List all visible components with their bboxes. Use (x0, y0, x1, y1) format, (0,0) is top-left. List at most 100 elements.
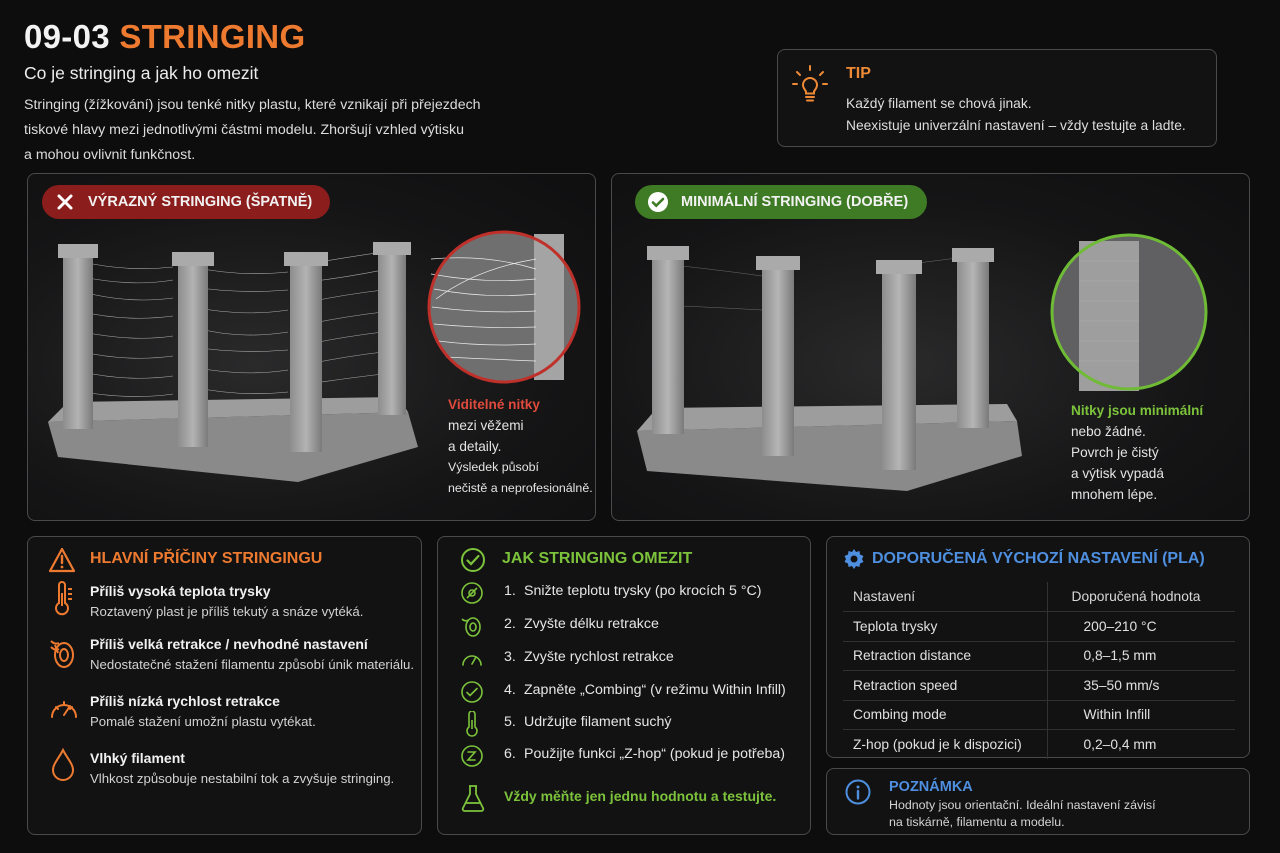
step-text: Udržujte filament suchý (524, 714, 672, 730)
column-header: Nastavení (843, 582, 1048, 612)
z-hop-icon (460, 744, 484, 773)
cause-desc: Roztavený plast je příliš tekutý a snáze… (90, 604, 364, 619)
bad-note: Viditelné nitky mezi věžemi a detaily. V… (448, 394, 593, 499)
cause-title: Vlhký filament (90, 750, 185, 766)
zoom-detail-bad (427, 230, 581, 384)
step-item: 6. Použijte funkci „Z-hop“ (pokud je potř… (504, 746, 785, 762)
intro-line: a mohou ovlivnit funkčnost. (24, 147, 196, 163)
title-word: STRINGING (119, 18, 306, 55)
setting-value: Within Infill (1047, 700, 1235, 730)
causes-title: HLAVNÍ PŘÍČINY STRINGINGU (90, 550, 323, 567)
step-number: 3. (504, 649, 516, 665)
step-number: 1. (504, 583, 516, 599)
flask-icon (460, 784, 486, 817)
setting-value: 35–50 mm/s (1047, 670, 1235, 701)
howto-title: JAK STRINGING OMEZIT (502, 550, 693, 567)
nozzle-temp-icon (460, 581, 484, 610)
speedometer-icon (48, 693, 80, 728)
good-note-highlight: Nitky jsou minimální (1071, 403, 1204, 418)
cause-item: Příliš vysoká teplota trysky Roztavený p… (90, 583, 363, 619)
step-text: Použijte funkci „Z-hop“ (pokud je potřeb… (524, 746, 786, 762)
step-number: 4. (504, 682, 516, 698)
stringy-print-illustration (48, 242, 418, 482)
setting-value: 200–210 °C (1047, 611, 1235, 642)
combing-icon (460, 680, 484, 709)
step-text: Zvyšte rychlost retrakce (524, 649, 674, 665)
cause-title: Příliš nízká rychlost retrakce (90, 693, 280, 709)
bad-note-line: nečistě a neprofesionálně. (448, 481, 593, 495)
causes-panel: HLAVNÍ PŘÍČINY STRINGINGU Příliš vysoká … (27, 536, 422, 835)
step-item: 4. Zapněte „Combing“ (v režimu Within Inf… (504, 682, 786, 698)
gear-icon (844, 549, 864, 574)
good-label-badge: MINIMÁLNÍ STRINGING (DOBŘE) (635, 185, 927, 219)
cause-desc: Pomalé stažení umožní plastu vytékat. (90, 714, 316, 729)
column-header: Doporučená hodnota (1047, 582, 1235, 612)
droplet-icon (48, 747, 78, 788)
good-example-panel: MINIMÁLNÍ STRINGING (DOBŘE) Nitky jsou m… (611, 173, 1250, 521)
warning-icon (48, 547, 76, 578)
table-row: Z-hop (pokud je k dispozici) 0,2–0,4 mm (843, 729, 1235, 759)
setting-value: 0,8–1,5 mm (1047, 641, 1235, 671)
bad-label: VÝRAZNÝ STRINGING (ŠPATNĚ) (88, 194, 313, 210)
settings-table: Nastavení Doporučená hodnota Teplota try… (843, 582, 1235, 759)
good-note-line: mnohem lépe. (1071, 487, 1158, 502)
howto-footer: Vždy měňte jen jednu hodnotu a testujte. (504, 788, 777, 804)
settings-title: DOPORUČENÁ VÝCHOZÍ NASTAVENÍ (PLA) (872, 550, 1205, 567)
page-subtitle: Co je stringing a jak ho omezit (24, 63, 259, 83)
setting-name: Teplota trysky (843, 611, 1048, 642)
title-code: 09-03 (24, 18, 110, 55)
cause-title: Příliš velká retrakce / nevhodné nastave… (90, 636, 368, 652)
step-number: 5. (504, 714, 516, 730)
intro-line: Stringing (žížkování) jsou tenké nitky p… (24, 97, 481, 113)
good-label: MINIMÁLNÍ STRINGING (DOBŘE) (681, 194, 909, 210)
retraction-spool-icon (460, 614, 484, 643)
setting-name: Retraction speed (843, 670, 1048, 701)
setting-name: Z-hop (pokud je k dispozici) (843, 729, 1048, 759)
cause-desc: Nedostatečné stažení filamentu způsobí ú… (90, 657, 415, 672)
cause-desc: Vlhkost způsobuje nestabilní tok a zvyšu… (90, 771, 395, 786)
remark-title: POZNÁMKA (889, 779, 973, 795)
tip-line: Každý filament se chová jinak. (846, 96, 1032, 111)
bad-note-line: Výsledek působí (448, 460, 539, 474)
speed-gauge-icon (460, 647, 484, 676)
bad-note-line: mezi věžemi (448, 418, 524, 433)
cause-item: Vlhký filament Vlhkost způsobuje nestabi… (90, 750, 394, 786)
check-circle-icon (460, 547, 486, 578)
settings-panel: DOPORUČENÁ VÝCHOZÍ NASTAVENÍ (PLA) Nasta… (826, 536, 1250, 759)
good-note-line: Povrch je čistý (1071, 445, 1159, 460)
setting-name: Retraction distance (843, 641, 1048, 671)
cause-title: Příliš vysoká teplota trysky (90, 583, 271, 599)
tip-title: TIP (846, 65, 871, 82)
good-note: Nitky jsou minimální nebo žádné. Povrch … (1071, 400, 1203, 505)
lightbulb-icon (792, 64, 828, 109)
bad-example-panel: VÝRAZNÝ STRINGING (ŠPATNĚ) Viditelné nit… (27, 173, 596, 521)
thermometer-icon (48, 581, 76, 622)
thermometer-icon (460, 710, 484, 742)
step-number: 6. (504, 746, 516, 762)
step-item: 5. Udržujte filament suchý (504, 714, 671, 730)
intro-text: Stringing (žížkování) jsou tenké nitky p… (24, 93, 514, 168)
howto-panel: JAK STRINGING OMEZIT 1. Snižte teplotu tr… (437, 536, 811, 835)
zoom-detail-good (1050, 233, 1208, 391)
tip-line: Neexistuje univerzální nastavení – vždy … (846, 118, 1186, 133)
remark-line: na tiskárně, filamentu a modelu. (889, 815, 1065, 829)
step-text: Zapněte „Combing“ (v režimu Within Infil… (524, 682, 786, 698)
info-icon (845, 779, 871, 810)
bad-label-badge: VÝRAZNÝ STRINGING (ŠPATNĚ) (42, 185, 330, 219)
setting-value: 0,2–0,4 mm (1083, 737, 1157, 752)
remark-line: Hodnoty jsou orientační. Ideální nastave… (889, 798, 1156, 812)
intro-line: tiskové hlavy mezi jednotlivými částmi m… (24, 122, 464, 138)
tip-box: TIP Každý filament se chová jinak. Neexi… (777, 49, 1217, 147)
step-text: Zvyšte délku retrakce (524, 616, 659, 632)
step-item: 1. Snižte teplotu trysky (po krocích 5 °C… (504, 583, 762, 599)
step-item: 3. Zvyšte rychlost retrakce (504, 649, 674, 665)
remark-box: POZNÁMKA Hodnoty jsou orientační. Ideáln… (826, 768, 1250, 835)
bad-note-line: a detaily. (448, 439, 502, 454)
step-text: Snižte teplotu trysky (po krocích 5 °C) (524, 583, 762, 599)
clean-print-illustration (637, 246, 1022, 491)
cross-icon (54, 191, 76, 213)
